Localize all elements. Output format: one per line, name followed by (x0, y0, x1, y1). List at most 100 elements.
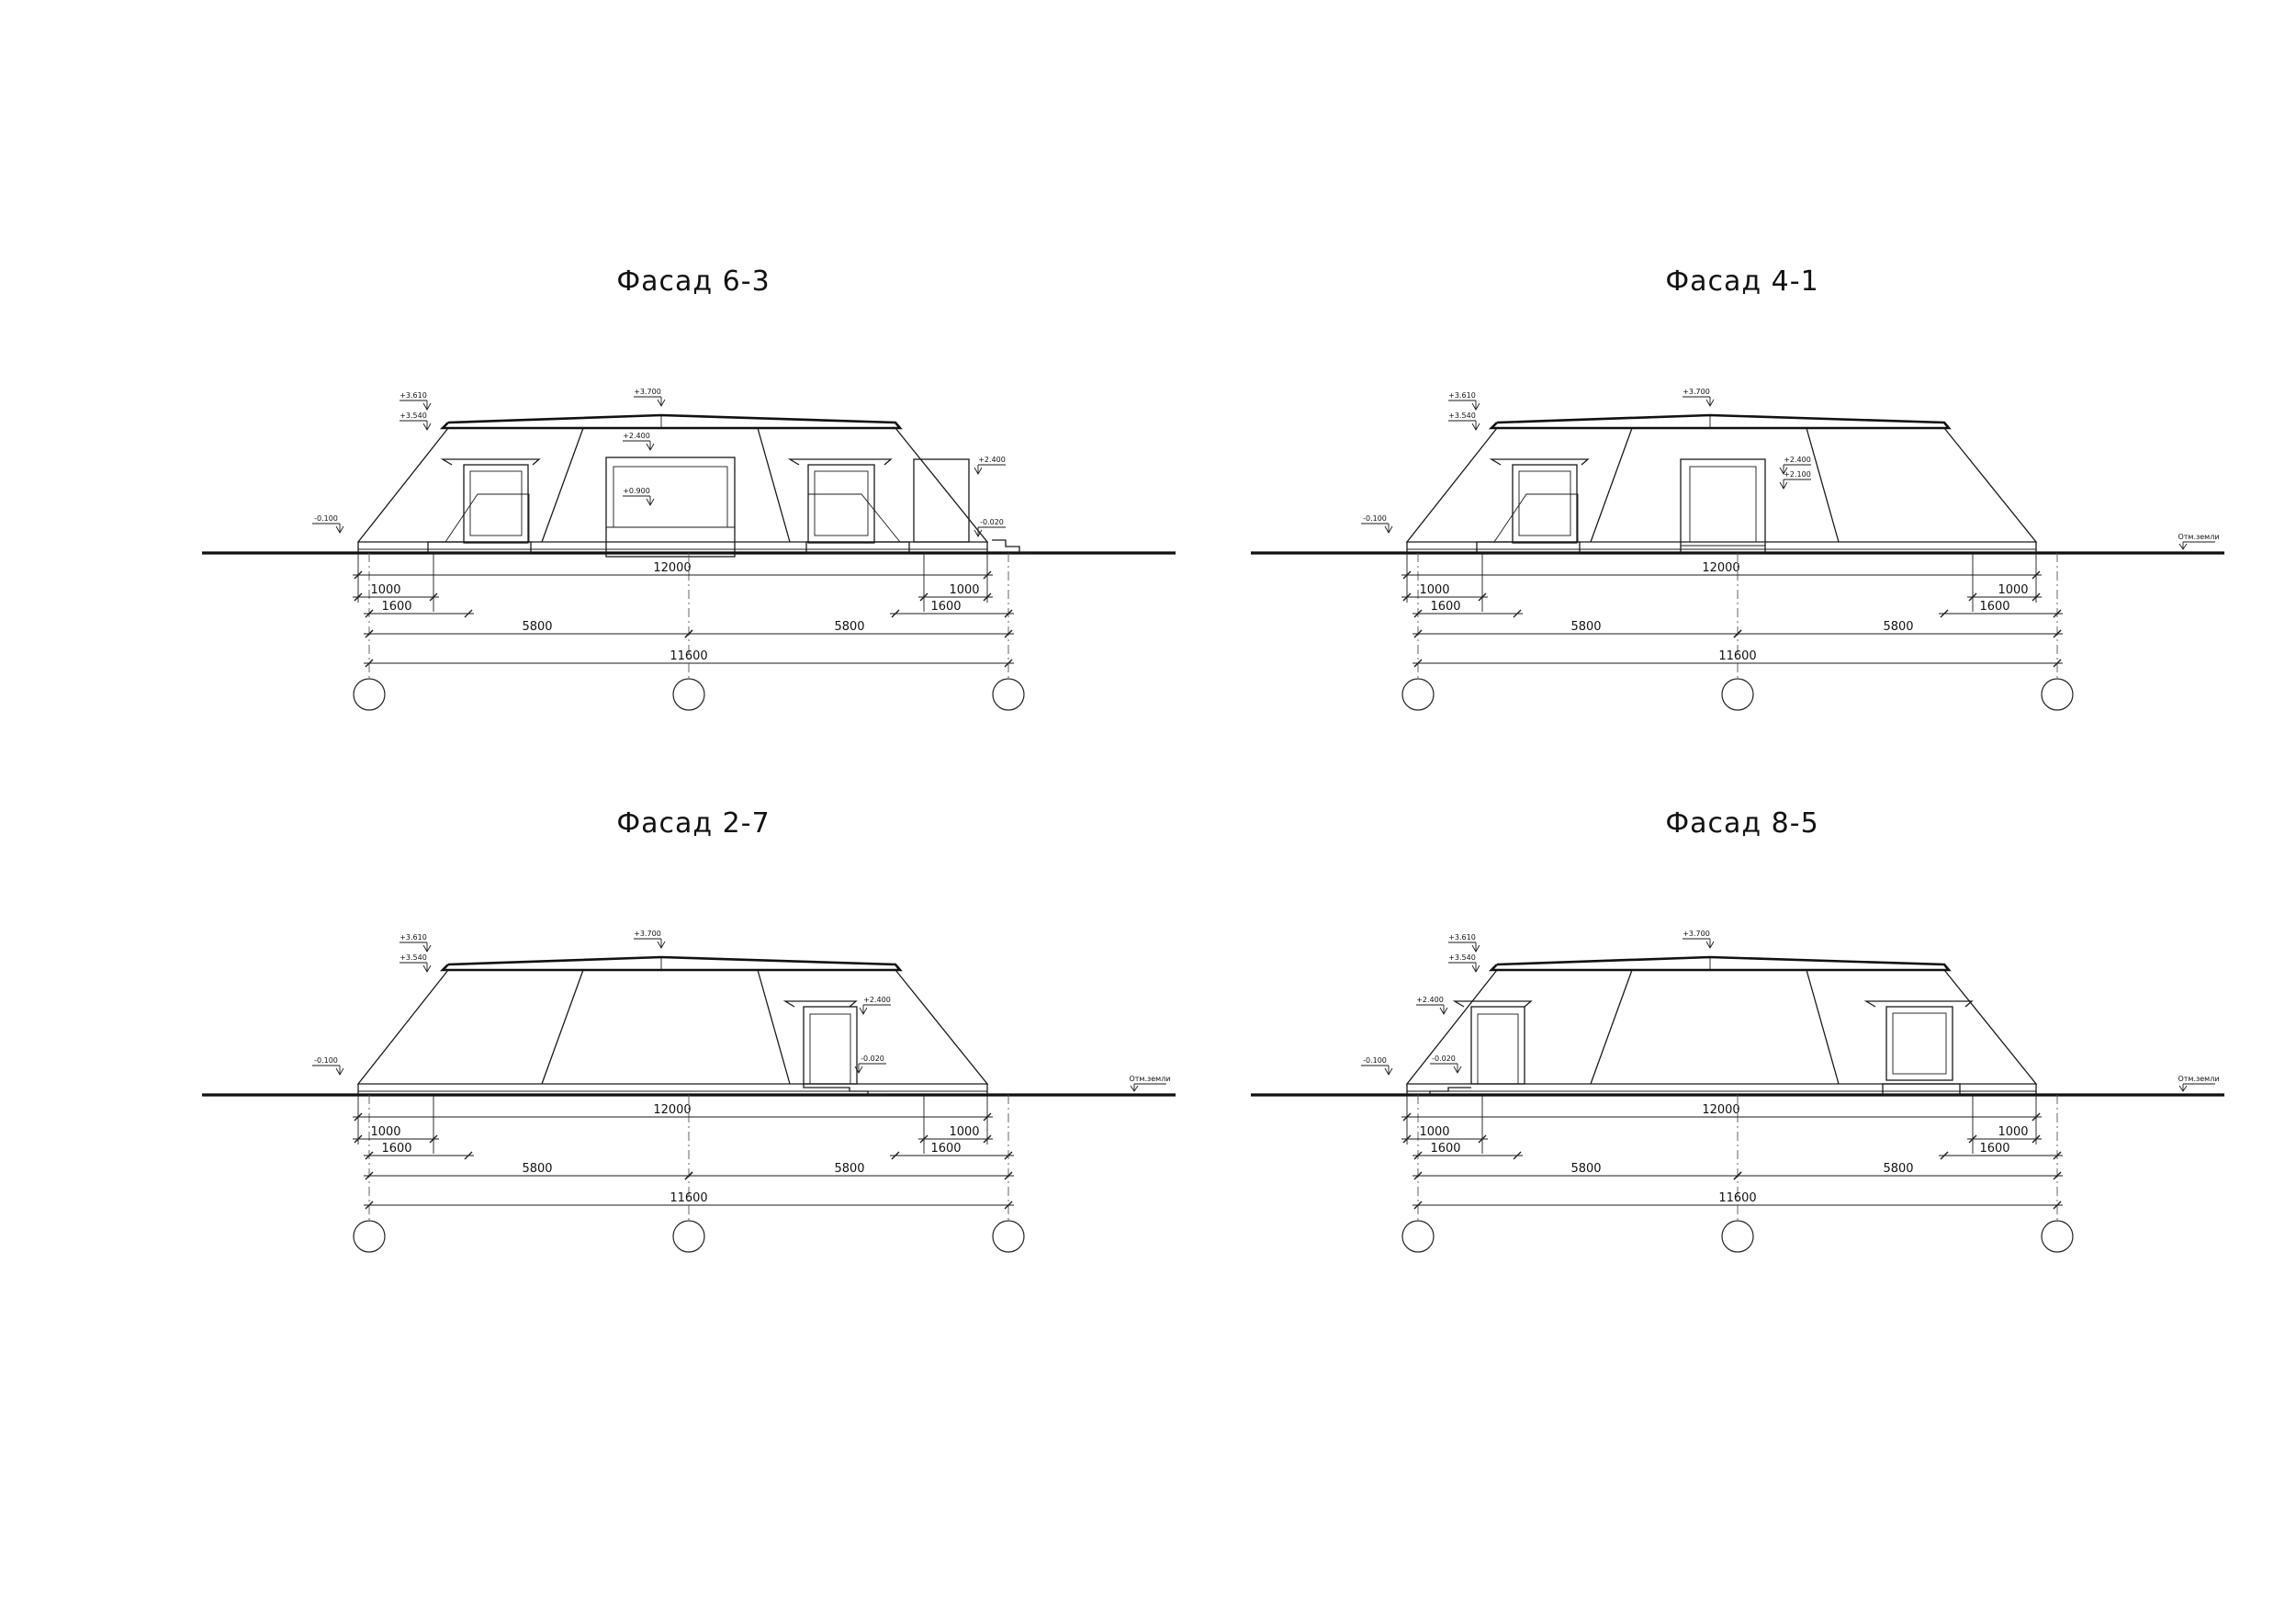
level-ridge: +3.700 (1683, 930, 1715, 949)
level-eave: +3.540 (400, 953, 432, 973)
dormer-roof (787, 458, 893, 466)
dormer-roof (440, 458, 541, 466)
dim-left-mid: 1600 (1412, 600, 1523, 618)
level-arrow-head (1471, 944, 1480, 953)
level-arrow-head (974, 467, 983, 475)
level-plinth: -0.100 (312, 1056, 344, 1076)
dim-half-left: 5800 (364, 1162, 694, 1180)
dimension-tick (1004, 1171, 1013, 1180)
dimension-tick (2032, 570, 2041, 580)
dim-right-mid: 1600 (1939, 600, 2063, 618)
level-label: +3.540 (1448, 412, 1476, 420)
level-eave: +3.540 (400, 412, 432, 431)
dimension-tick (919, 592, 929, 602)
dim-half-left: 5800 (364, 620, 694, 638)
level-label: -0.020 (980, 518, 1004, 526)
level-opening-top: +2.400 (623, 432, 655, 451)
level-arrow-head (422, 944, 432, 953)
level-step: -0.020 (1430, 1054, 1462, 1074)
dim-half-right: 5800 (683, 620, 1014, 638)
level-label: -0.020 (861, 1054, 884, 1063)
dimension-tick (891, 609, 900, 618)
window-well (1476, 541, 1581, 554)
level-eave-top: +3.610 (1448, 391, 1480, 411)
level-arrow-head (1471, 964, 1480, 973)
grid-axis-marker (1401, 678, 1435, 711)
grid-axis-marker (1721, 1220, 1754, 1253)
dimension-tick (891, 1151, 900, 1160)
dim-right-small: 1000 (1967, 1125, 2042, 1144)
level-label: +3.610 (1448, 391, 1476, 400)
level-arrow-head (422, 964, 432, 973)
dimension-tick (983, 1112, 992, 1122)
door-leaf (1689, 466, 1757, 543)
entry-canopy (1452, 1000, 1533, 1008)
dim-left-small: 1000 (353, 583, 439, 602)
dimension-label: 1600 (930, 1142, 961, 1156)
dim-left-mid: 1600 (364, 600, 474, 618)
level-sill: +0.900 (623, 487, 655, 506)
level-label: +2.400 (1416, 996, 1444, 1004)
level-label: +3.700 (1683, 388, 1710, 396)
dim-axes: 11600 (1412, 649, 2063, 668)
dimension-tick (1402, 1134, 1412, 1144)
level-label: -0.100 (1363, 514, 1387, 523)
level-label: -0.100 (1363, 1056, 1387, 1065)
level-label: +3.700 (634, 388, 661, 396)
dimension-tick (1940, 1151, 1949, 1160)
dimension-tick (2053, 659, 2062, 668)
dimension-tick (1513, 609, 1522, 618)
dimension-label: 11600 (670, 649, 707, 663)
dimension-tick (1413, 1201, 1423, 1210)
dimension-label: 1600 (381, 600, 411, 614)
door-portal (1680, 458, 1766, 554)
grid-axis-marker (992, 678, 1025, 711)
level-arrow-head (1705, 399, 1715, 407)
dimension-tick (365, 1201, 374, 1210)
dimension-tick (1413, 629, 1423, 638)
dimension-label: 1000 (370, 583, 400, 597)
dimension-tick (2032, 1134, 2041, 1144)
level-arrow-head (335, 1067, 344, 1076)
window-well (427, 541, 532, 554)
level-arrow-head (1384, 1067, 1393, 1076)
grid-axis-marker (1401, 1220, 1435, 1253)
level-arrow-head (1439, 1007, 1448, 1015)
ground-level-mark: Отм.земли (2178, 1075, 2220, 1092)
level-plinth: -0.100 (1361, 514, 1393, 534)
dimension-label: 12000 (1702, 1103, 1739, 1117)
window-frame (1885, 1006, 1953, 1081)
level-label: +3.610 (1448, 933, 1476, 942)
level-eave-top: +3.610 (400, 391, 432, 411)
dormer-side (1493, 493, 1579, 543)
facade-f27: Фасад 2-7+2.400-0.020+3.610+3.540+3.700-… (202, 807, 1176, 1253)
ground-level-label: Отм.земли (2178, 1075, 2219, 1083)
dim-right-small: 1000 (918, 583, 993, 602)
dimension-label: 1000 (1998, 583, 2028, 597)
level-arrow-head (1471, 423, 1480, 431)
dim-half-left: 5800 (1412, 1162, 1743, 1180)
dimension-tick (2053, 1151, 2062, 1160)
dimension-label: 5800 (1570, 1162, 1601, 1176)
facade-f85: Фасад 8-5+2.400-0.020+3.610+3.540+3.700-… (1251, 807, 2224, 1253)
dimension-tick (354, 1134, 363, 1144)
dimension-tick (2032, 592, 2041, 602)
dimension-label: 1000 (949, 1125, 979, 1139)
dimension-label: 1600 (1430, 1142, 1460, 1156)
dimension-tick (1402, 1112, 1412, 1122)
roof-slab (439, 955, 903, 972)
door-portal (803, 1006, 858, 1085)
door-portal (1470, 1006, 1525, 1085)
dim-right-mid: 1600 (890, 600, 1014, 618)
level-label: -0.100 (314, 514, 338, 523)
roof-slab (1488, 413, 1952, 430)
dim-total: 12000 (1401, 561, 2042, 580)
dimension-tick (1004, 1201, 1013, 1210)
dimension-tick (1004, 1151, 1013, 1160)
level-label: +3.700 (1683, 930, 1710, 938)
dimension-label: 5800 (522, 1162, 552, 1176)
dimension-tick (2053, 1201, 2062, 1210)
facade-title: Фасад 6-3 (616, 265, 770, 298)
dimension-tick (2032, 1112, 2041, 1122)
dimension-label: 1600 (381, 1142, 411, 1156)
